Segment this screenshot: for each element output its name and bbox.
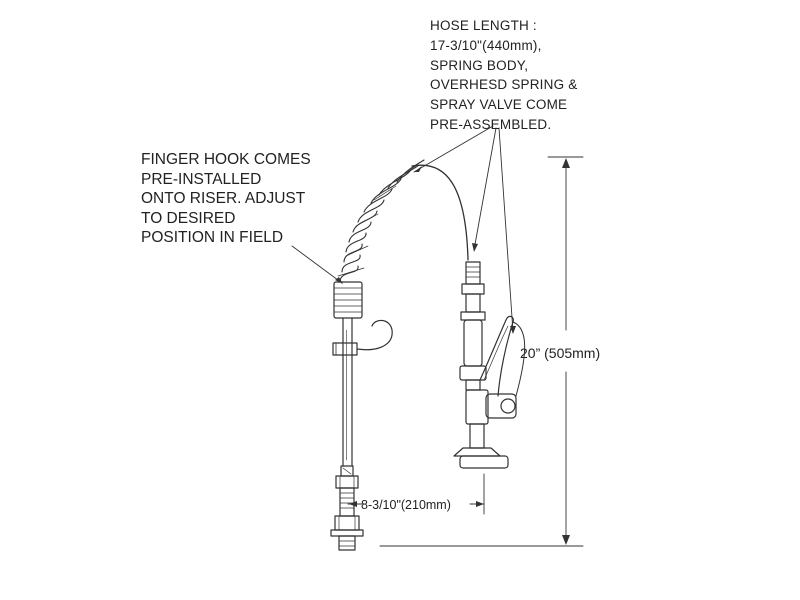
spray-head-cone bbox=[453, 447, 501, 457]
overhead-spring-coil bbox=[337, 159, 425, 283]
flange-washer bbox=[330, 529, 364, 537]
hose-leader-to-valve bbox=[473, 127, 497, 251]
inlet-stub bbox=[338, 535, 356, 551]
finger-hook-callout: FINGER HOOK COMES PRE-INSTALLED ONTO RIS… bbox=[141, 151, 311, 247]
spray-valve bbox=[453, 261, 526, 469]
leader-arrow-valve-icon bbox=[472, 243, 478, 252]
hose-to-bracket bbox=[512, 321, 526, 397]
coupling-detail bbox=[342, 467, 352, 475]
union-nut-upper bbox=[335, 475, 359, 489]
hose-to-valve bbox=[411, 164, 469, 261]
riser-assembly bbox=[330, 159, 469, 551]
valve-neck bbox=[465, 293, 481, 313]
hose-leader-to-spring bbox=[413, 125, 494, 173]
valve-swivel-nut bbox=[461, 283, 485, 295]
finger-hook-clamp bbox=[332, 342, 358, 356]
reach-dimension: 8-3/10"(210mm) bbox=[347, 473, 485, 515]
wall-bracket-body bbox=[485, 393, 517, 419]
leader-arrow-spring-icon bbox=[414, 166, 422, 172]
finger-hook bbox=[356, 319, 393, 351]
valve-inlet-thread bbox=[465, 261, 481, 285]
threaded-shank bbox=[339, 487, 355, 517]
height-dimension: 20” (505mm) bbox=[379, 156, 600, 547]
squeeze-handle bbox=[479, 315, 514, 397]
reach-arrow-left-icon bbox=[349, 501, 357, 507]
valve-stem-upper bbox=[465, 379, 481, 391]
valve-collar bbox=[460, 311, 486, 321]
reach-arrow-right-icon bbox=[476, 501, 484, 507]
wall-bracket-knob bbox=[500, 398, 516, 414]
hose-leader-to-hose bbox=[498, 127, 514, 333]
valve-stem-lower bbox=[469, 423, 485, 449]
reach-dimension-label: 8-3/10"(210mm) bbox=[361, 498, 451, 512]
valve-head bbox=[465, 389, 489, 425]
lock-nut bbox=[334, 515, 360, 531]
height-arrow-top-icon bbox=[562, 158, 570, 168]
supply-connection bbox=[330, 465, 364, 551]
leader-arrow-hook-icon bbox=[335, 277, 343, 284]
valve-grip-body bbox=[463, 319, 483, 367]
leader-lines bbox=[291, 125, 516, 334]
finger-hook-leader bbox=[291, 245, 343, 284]
height-dimension-label: 20” (505mm) bbox=[520, 345, 600, 361]
valve-trigger-housing bbox=[459, 365, 487, 381]
height-arrow-bottom-icon bbox=[562, 535, 570, 545]
squeeze-handle-inner bbox=[483, 325, 509, 381]
hose-length-callout: HOSE LENGTH : 17-3/10"(440mm), SPRING BO… bbox=[430, 18, 578, 132]
spray-face bbox=[459, 455, 509, 469]
